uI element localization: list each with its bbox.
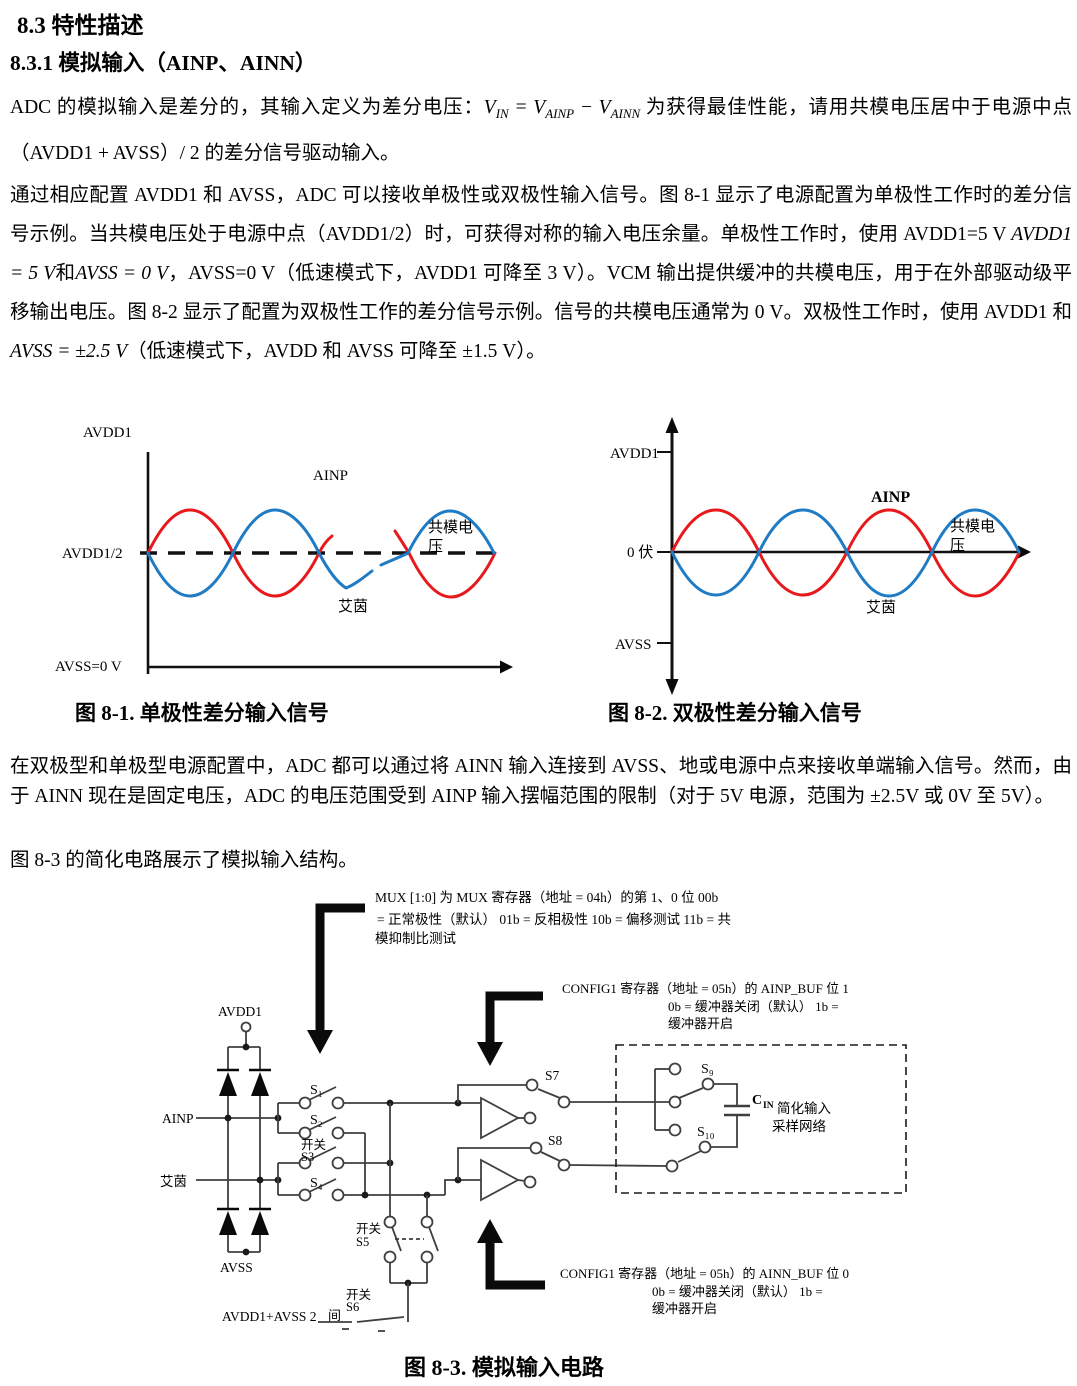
ainp-buffer-opamp <box>480 1096 520 1140</box>
switch-s6-label-line1: 开关 <box>346 1288 371 1302</box>
p2-text2: 和 <box>55 263 76 284</box>
ainp-wave-seg2 <box>393 529 497 599</box>
y-axis-up-arrowhead <box>665 417 679 433</box>
sampling-network <box>654 1062 750 1173</box>
fig1-ainn-label: 艾茵 <box>338 598 368 615</box>
switch-s8-label: S8 <box>548 1133 563 1148</box>
midsupply-label: AVDD1+AVSS 2 <box>222 1309 317 1324</box>
p1-text1: ADC 的模拟输入是差分的，其输入定义为差分电压： <box>10 97 484 118</box>
switch-s6-jian-label: 间 <box>328 1308 341 1323</box>
mux-register-note-line3: 模抑制比测试 <box>375 931 456 946</box>
cin-subscript: IN <box>763 1101 774 1111</box>
ainn-buf-note-line2: 0b = 缓冲器关闭（默认） 1b = <box>652 1284 823 1299</box>
switch-s2-label: S₂ <box>310 1113 323 1128</box>
figure-8-2-caption: 图 8-2. 双极性差分输入信号 <box>608 701 862 725</box>
mux-register-note-line1: MUX [1:0] 为 MUX 寄存器（地址 = 04h）的第 1、0 位 00… <box>375 889 718 905</box>
fig2-axes <box>657 417 1031 695</box>
p2-text1: 通过相应配置 AVDD1 和 AVSS，ADC 可以接收单极性或双极性输入信号。… <box>10 185 1072 245</box>
avdd1-label: AVDD1 <box>218 1004 262 1019</box>
subsection-heading: 8.3.1 模拟输入（AINP、AINN） <box>10 51 317 75</box>
mux-switches <box>298 1086 481 1216</box>
fig1-waves <box>146 508 497 599</box>
p2-math3: AVSS = ±2.5 V <box>10 341 128 362</box>
fig2-avss-label: AVSS <box>615 637 651 653</box>
p1-text2: 为获得最佳性能，请用共模电压居中于电源中点（AVDD1 + AVSS）/ 2 的… <box>10 97 1072 164</box>
figure-8-3-caption: 图 8-3. 模拟输入电路 <box>404 1355 604 1380</box>
fig1-avdd1-label: AVDD1 <box>83 425 132 441</box>
ainn-buf-note-line3: 缓冲器开启 <box>652 1301 717 1316</box>
y-axis-down-arrowhead <box>665 679 679 695</box>
fig1-avss-label: AVSS=0 V <box>55 659 122 675</box>
switch-s3-label-line1: 开关 <box>301 1138 326 1152</box>
sampling-network-label-line1: 简化输入 <box>777 1100 831 1116</box>
p2-text3: ，AVSS=0 V（低速模式下，AVDD1 可降至 3 V）。VCM 输出提供缓… <box>10 263 1072 323</box>
ainn-buf-annotation-arrow <box>477 1219 545 1290</box>
paragraph-fig3-intro: 图 8-3 的简化电路展示了模拟输入结构。 <box>10 850 358 871</box>
fig1-avdd1-2-label: AVDD1/2 <box>62 546 123 562</box>
avss-label: AVSS <box>220 1260 253 1275</box>
p2-text4: （低速模式下，AVDD 和 AVSS 可降至 ±1.5 V）。 <box>127 341 546 362</box>
ainn-wave-seg2 <box>379 509 496 567</box>
p2-math1: AVDD1 = 5 V <box>10 224 1072 284</box>
ainn-wave <box>670 508 1021 598</box>
ainn-buffer-opamp <box>480 1158 520 1202</box>
p2-math2: AVSS = 0 V <box>75 263 169 284</box>
figure-8-2-bipolar-signal: AVDD1 0 伏 AVSS AINP 共模电 压 艾茵 <box>610 417 1031 695</box>
ainp-label: AINP <box>162 1111 194 1126</box>
switch-s6-label-line2: S6 <box>346 1300 359 1314</box>
mux-annotation-arrow <box>307 903 365 1054</box>
fig2-ainp-label: AINP <box>871 489 910 506</box>
switch-s1-label: S₁ <box>310 1083 323 1098</box>
ainn-wave-seg1 <box>146 508 374 598</box>
sampling-network-label-line2: 采样网络 <box>772 1119 826 1134</box>
vcm-switches-s5-s6 <box>318 1215 439 1332</box>
fig2-zero-volt-label: 0 伏 <box>627 544 653 561</box>
fig1-vcm-label-line2: 压 <box>428 538 443 555</box>
avdd1-terminal <box>240 1021 252 1033</box>
fig2-waves <box>670 508 1021 598</box>
paragraph-polarity: 通过相应配置 AVDD1 和 AVSS，ADC 可以接收单极性或双极性输入信号。… <box>10 176 1072 371</box>
switch-s5-label-line2: S5 <box>356 1235 369 1249</box>
input-protection-diodes <box>217 1021 271 1256</box>
sampling-network-box <box>615 1044 907 1194</box>
figure-8-1-unipolar-signal: AVDD1 AVDD1/2 AVSS=0 V AINP 共模电 压 艾茵 <box>55 425 513 675</box>
switch-s9-label: S₉ <box>701 1062 714 1077</box>
fig1-axes <box>140 452 513 674</box>
formula-vin: VIN = VAINP − VAINN <box>483 97 641 121</box>
fig2-ainn-label: 艾茵 <box>866 599 896 616</box>
section-heading: 8.3 特性描述 <box>17 13 144 38</box>
fig2-vcm-label-line1: 共模电 <box>950 518 995 535</box>
switch-s7-label: S7 <box>545 1068 560 1083</box>
fig2-avdd1-label: AVDD1 <box>610 446 659 462</box>
ainn-buf-note-line1: CONFIG1 寄存器（地址 = 05h）的 AINN_BUF 位 0 <box>560 1266 849 1281</box>
ainp-buf-note-line1: CONFIG1 寄存器（地址 = 05h）的 AINP_BUF 位 1 <box>562 981 849 996</box>
figure-8-1-caption: 图 8-1. 单极性差分输入信号 <box>75 701 329 725</box>
fig1-ainp-label: AINP <box>313 468 348 484</box>
paragraph-single-ended: 在双极型和单极型电源配置中，ADC 都可以通过将 AINN 输入连接到 AVSS… <box>10 756 1072 807</box>
switch-s5-label-line1: 开关 <box>356 1222 381 1236</box>
switch-s4-label: S₄ <box>310 1176 323 1191</box>
mux-register-note-line2: = 正常极性（默认） 01b = 反相极性 10b = 偏移测试 11b = 共 <box>377 912 731 927</box>
figure-8-3-analog-input-circuit: MUX [1:0] 为 MUX 寄存器（地址 = 04h）的第 1、0 位 00… <box>160 889 907 1332</box>
switch-s3-label-line2: S3 <box>301 1150 314 1164</box>
ainp-buf-annotation-arrow <box>477 991 543 1066</box>
x-axis-arrowhead <box>1018 545 1031 559</box>
ainp-buf-note-line3: 缓冲器开启 <box>668 1016 733 1031</box>
fig1-vcm-label-line1: 共模电 <box>428 519 473 536</box>
fig2-vcm-label-line2: 压 <box>950 537 965 554</box>
ainn-label: 艾茵 <box>160 1174 187 1189</box>
paragraph-analog-input: ADC 的模拟输入是差分的，其输入定义为差分电压：VIN = VAINP − V… <box>10 88 1072 174</box>
switch-s10-label: S₁₀ <box>697 1125 715 1140</box>
x-axis-arrowhead <box>500 660 513 674</box>
input-leads <box>196 1102 300 1196</box>
cin-label: C <box>752 1093 762 1108</box>
ainp-buf-note-line2: 0b = 缓冲器关闭（默认） 1b = <box>668 999 839 1014</box>
input-buffers <box>457 1078 670 1202</box>
